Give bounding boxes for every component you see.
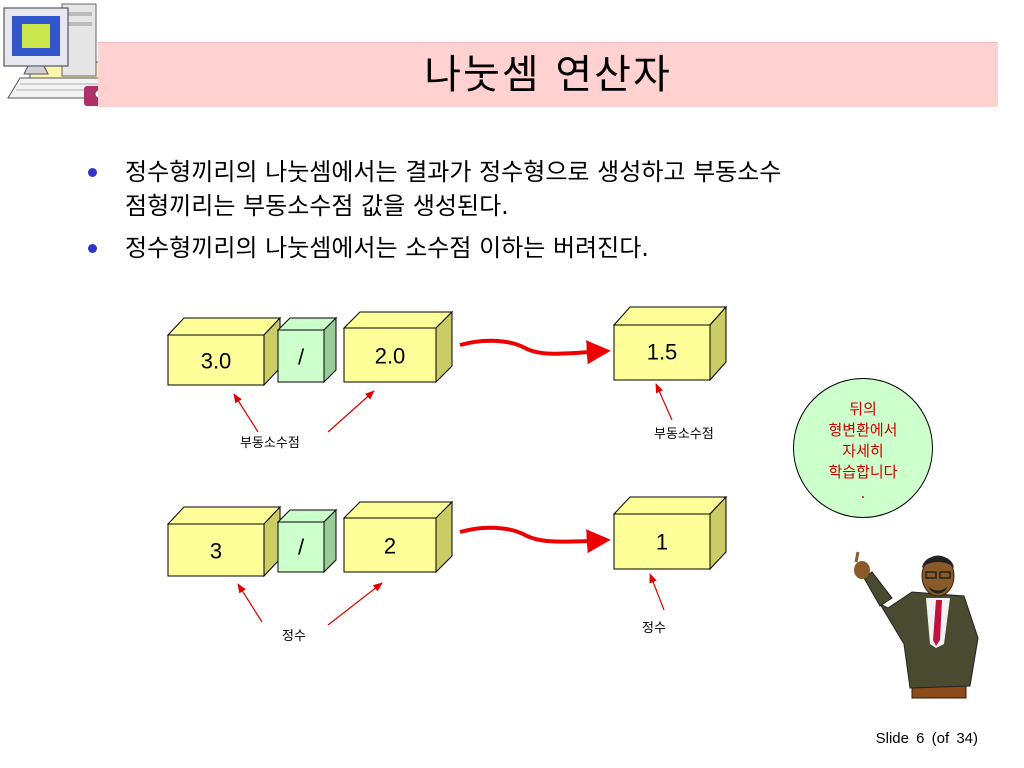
pointer-arrow [649,573,665,611]
box-label: 1.5 [647,340,678,365]
bullet-text-line: 정수형끼리의 나눗셈에서는 소수점 이하는 버려진다. [125,234,649,262]
pointer-arrow [327,582,383,626]
box-label: 3.0 [201,349,232,374]
pointer-arrow [327,390,375,433]
title-banner: 나눗셈 연산자 [98,42,998,107]
bullet-dot-icon [88,168,97,177]
bullet-text-line: 점형끼리는 부동소수점 값을 생성된다. [125,192,509,220]
result-arrow [459,525,611,554]
box-result-float: 1.5 [612,305,728,382]
box-label: / [298,345,305,370]
box-right-float: 2.0 [342,310,454,384]
box-left-int: 3 [166,505,282,578]
pointer-arrow [233,393,259,433]
box-label: 2 [384,534,396,559]
slide-title: 나눗셈 연산자 [424,52,672,98]
bullet-item: 정수형끼리의 나눗셈에서는 소수점 이하는 버려진다. [88,231,978,265]
box-right-int: 2 [342,500,454,574]
pointer-arrow [655,383,673,421]
note-bubble: 뒤의 형변환에서 자세히 학습합니다 . [793,378,933,518]
box-left-float: 3.0 [166,316,282,387]
bullet-text-line: 정수형끼리의 나눗셈에서는 결과가 정수형으로 생성하고 부동소수 [125,158,782,186]
note-bubble-text: 뒤의 형변환에서 자세히 학습합니다 . [828,400,898,502]
computer-clipart-icon [3,3,118,106]
operand-note: 정수 [282,629,306,644]
bullet-dot-icon [88,244,97,253]
box-result-int: 1 [612,495,728,571]
result-arrow [459,338,611,365]
box-label: 1 [656,530,668,555]
bullet-item: 정수형끼리의 나눗셈에서는 결과가 정수형으로 생성하고 부동소수 점형끼리는 … [88,155,978,223]
box-operator-int: / [276,508,338,574]
box-label: 3 [210,539,222,564]
box-label: 2.0 [375,344,406,369]
teacher-clipart-icon [854,551,979,699]
result-note: 정수 [642,621,666,636]
pointer-arrow [237,583,263,623]
slide-number: Slide 6 (of 34) [875,730,978,747]
box-operator-float: / [276,316,338,384]
operand-note: 부동소수점 [240,436,300,451]
result-note: 부동소수점 [654,427,714,442]
box-label: / [298,535,305,560]
